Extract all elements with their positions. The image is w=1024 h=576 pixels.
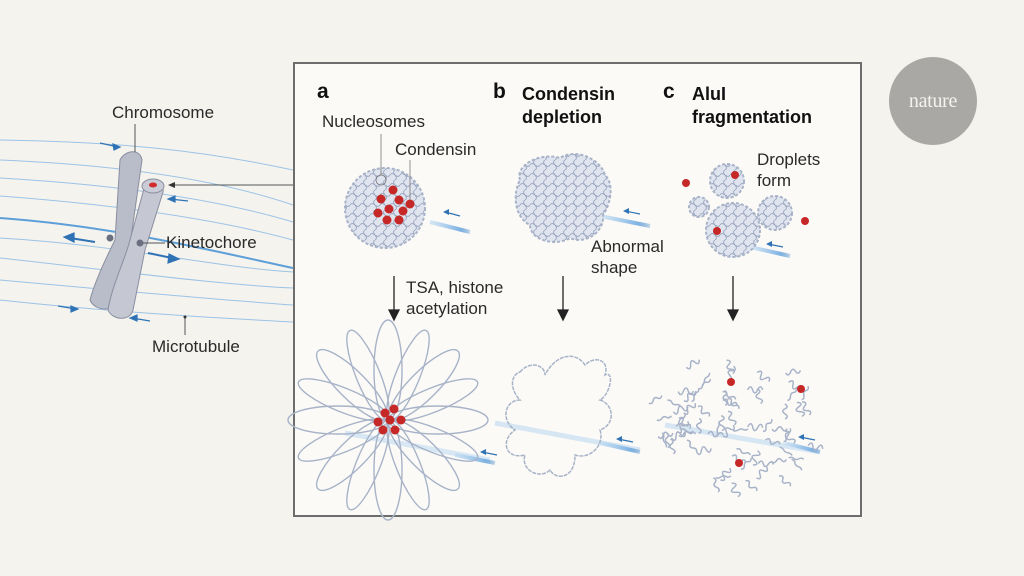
chromatin-fragment bbox=[778, 475, 792, 487]
chromatin-fragment bbox=[683, 403, 697, 415]
chromatin-fragment bbox=[771, 425, 788, 432]
chromatin-fragment bbox=[657, 431, 674, 440]
chromatin-fragment bbox=[795, 401, 806, 418]
nucleosomes-label: Nucleosomes bbox=[322, 112, 425, 131]
chromatin-fragment bbox=[713, 477, 720, 493]
chromatin-fragment bbox=[675, 414, 687, 427]
chromatin-fragment bbox=[756, 370, 771, 382]
chromatin-fragment bbox=[648, 395, 663, 405]
condensin-spots bbox=[373, 185, 415, 225]
transition-label: TSA, histone acetylation bbox=[406, 278, 504, 319]
panel-a-letter: a bbox=[317, 80, 329, 103]
chromatin-fragment bbox=[707, 430, 724, 438]
chromatin-fragment bbox=[779, 446, 793, 456]
chromatin-fragment bbox=[727, 410, 737, 426]
chromatin-fragment bbox=[685, 359, 700, 370]
chromatin-fragment bbox=[695, 446, 712, 456]
chromatin-fragment bbox=[676, 420, 690, 434]
chromatin-fragment bbox=[736, 447, 751, 456]
chromatin-fragment bbox=[656, 415, 672, 422]
chromatin-fragment bbox=[695, 417, 703, 435]
chromosome bbox=[89, 151, 165, 319]
chromatin-fragment bbox=[746, 386, 764, 394]
nature-logo: nature bbox=[889, 57, 977, 145]
nature-logo-text: nature bbox=[908, 89, 958, 112]
panel-c-fragmented bbox=[648, 359, 824, 498]
panel-c-title: AluI fragmentation bbox=[692, 84, 813, 128]
abnormal-shape-label: Abnormal shape bbox=[591, 237, 664, 278]
chromatin-fragment bbox=[802, 401, 812, 416]
chromatin-fragment bbox=[697, 405, 711, 417]
chromatin-fragment bbox=[681, 428, 697, 435]
condensin-label: Condensin bbox=[395, 140, 477, 159]
chromatin-fragment bbox=[720, 467, 732, 482]
centromere-condensin-marker bbox=[149, 182, 157, 188]
chromosome-label: Chromosome bbox=[112, 103, 215, 122]
chromatin-fragment bbox=[691, 388, 700, 403]
chromatin-fragment bbox=[686, 439, 698, 453]
panel-c-letter: c bbox=[663, 80, 675, 103]
kinetochore-left bbox=[106, 234, 114, 242]
chromatin-fragment bbox=[763, 419, 773, 433]
chromatin-fragment bbox=[722, 424, 735, 438]
microtubule-main bbox=[0, 217, 294, 269]
chromatin-fragment bbox=[787, 388, 798, 402]
panel-b-title: Condensin depletion bbox=[522, 84, 615, 128]
chromatin-fragment bbox=[782, 403, 788, 420]
chromatin-fragment bbox=[661, 432, 668, 448]
chromatin-fragment bbox=[751, 450, 761, 466]
chromatin-fragment bbox=[801, 385, 810, 401]
chromatin-fragment bbox=[667, 399, 682, 408]
panel-b-letter: b bbox=[493, 80, 506, 103]
chromatin-fragment bbox=[764, 437, 781, 445]
chromatin-fragment bbox=[784, 430, 796, 444]
kinetochore-label: Kinetochore bbox=[166, 233, 257, 252]
panel-a-decondensed bbox=[287, 319, 498, 521]
chromatin-fragment bbox=[807, 442, 824, 452]
kinetochore-right bbox=[136, 239, 144, 247]
microtubule-label: Microtubule bbox=[152, 337, 240, 356]
chromatin-fragment bbox=[732, 428, 749, 432]
chromatin-fragment bbox=[722, 390, 737, 400]
chromatin-fragment bbox=[756, 466, 769, 480]
droplets-form-label: Droplets form bbox=[757, 150, 821, 191]
direction-arrows bbox=[57, 142, 189, 322]
chromatin-fragment bbox=[745, 479, 758, 492]
chromatin-fragment bbox=[698, 378, 712, 390]
transition-arrows bbox=[387, 276, 740, 322]
chromatin-fragment bbox=[730, 482, 741, 498]
chromatin-fragment bbox=[747, 423, 764, 432]
panel-b-abnormal-chromosome bbox=[514, 153, 651, 243]
chromatin-fragment bbox=[672, 405, 689, 415]
chromatin-fragment bbox=[683, 390, 697, 403]
chromatin-fragment bbox=[788, 456, 805, 461]
panel-a-mitotic-chromosome bbox=[344, 134, 471, 249]
chromatin-fragment bbox=[783, 428, 792, 443]
chromatin-fragment bbox=[755, 388, 764, 405]
chromatin-fragment bbox=[677, 387, 695, 396]
chromatin-fragment bbox=[722, 398, 738, 406]
chromatin-fragment bbox=[785, 368, 802, 376]
chromatin-fragment bbox=[770, 457, 788, 464]
chromatin-fragment bbox=[791, 458, 803, 471]
panel-b-decondensed bbox=[494, 355, 641, 477]
panel-c-droplets bbox=[682, 163, 809, 258]
chromatin-fragments bbox=[648, 359, 824, 498]
